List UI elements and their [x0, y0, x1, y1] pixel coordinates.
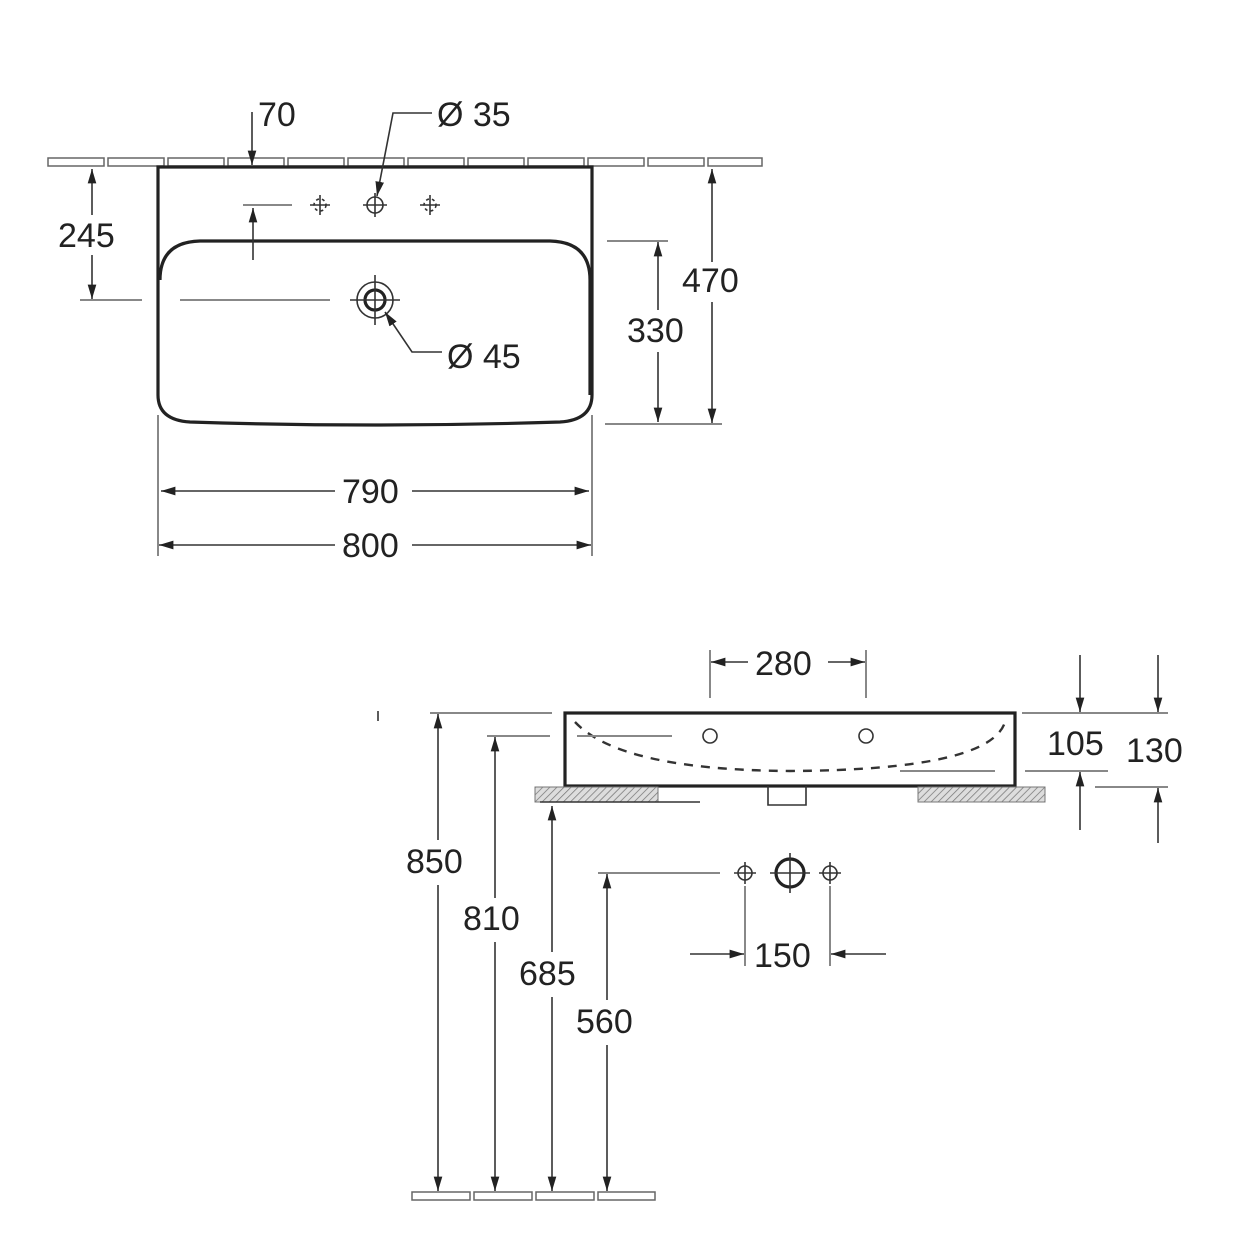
dim-105: 105 — [1047, 725, 1104, 763]
dim-diameter-45: Ø 45 — [447, 338, 521, 376]
countertop-left — [534, 786, 659, 803]
bowl-outline — [158, 239, 592, 395]
dim-560: 560 — [576, 1003, 633, 1041]
tap-holes-front — [734, 853, 841, 893]
dim-470: 470 — [682, 262, 739, 300]
top-view: 70 Ø 35 Ø 45 245 470 330 790 800 — [47, 96, 763, 565]
dim-330: 330 — [627, 312, 684, 350]
dim-diameter-35: Ø 35 — [437, 96, 511, 134]
drain-top — [350, 275, 400, 325]
dim-790: 790 — [342, 473, 399, 511]
dim-850: 850 — [406, 843, 463, 881]
dim-130: 130 — [1126, 732, 1183, 770]
dim-150: 150 — [754, 937, 811, 975]
bowl-hidden-line — [574, 721, 1007, 773]
drain-side — [767, 786, 807, 806]
wall-tiles-top — [47, 157, 763, 167]
dim-800: 800 — [342, 527, 399, 565]
dim-810: 810 — [463, 900, 520, 938]
dim-245: 245 — [58, 217, 115, 255]
dim-280: 280 — [755, 645, 812, 683]
floor-tiles — [411, 1191, 656, 1201]
side-view: 280 105 130 850 810 685 — [377, 645, 1183, 1201]
dim-685: 685 — [519, 955, 576, 993]
tap-holes-top — [310, 193, 440, 217]
basin-outline — [156, 165, 594, 427]
dim-70: 70 — [258, 96, 296, 134]
countertop-right — [917, 786, 1046, 803]
basin-side — [563, 711, 1017, 788]
